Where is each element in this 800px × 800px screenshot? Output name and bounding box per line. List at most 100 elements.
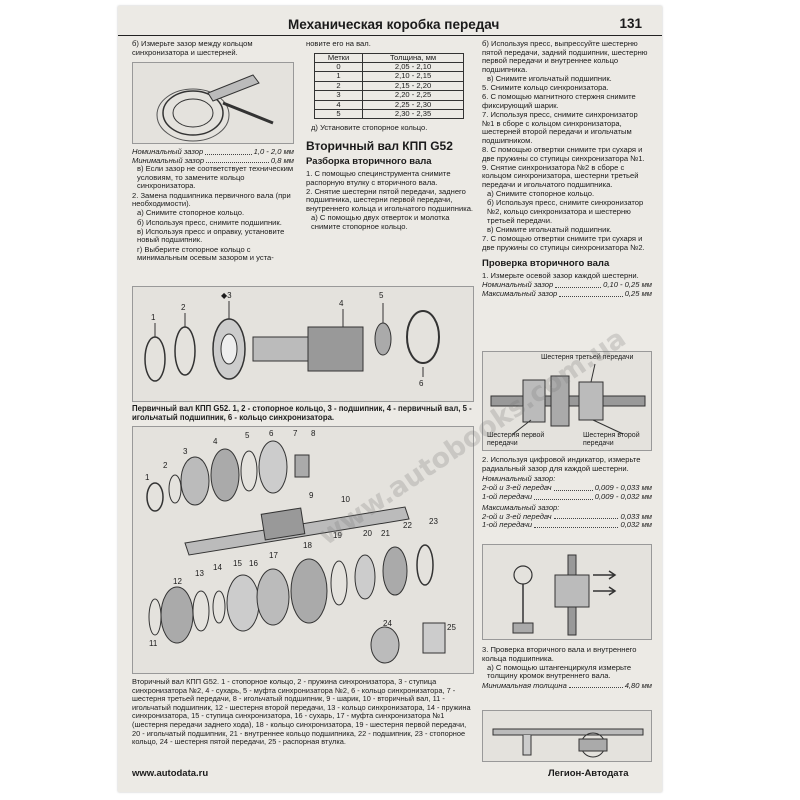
part-number: 13 — [195, 569, 204, 578]
part-number: 6 — [269, 429, 274, 438]
part-number: 25 — [447, 623, 456, 632]
column-3-bottom: 3. Проверка вторичного вала и внутреннег… — [482, 645, 652, 690]
item-2-text: 2. Замена подшипника первичного вала (пр… — [132, 190, 291, 209]
part-number: 6 — [419, 379, 424, 388]
part-number: 14 — [213, 563, 222, 572]
page-number: 131 — [619, 16, 642, 31]
part-number: 1 — [151, 313, 156, 322]
footer-website: www.autodata.ru — [132, 768, 209, 779]
subsection-title: Разборка вторичного вала — [306, 156, 432, 168]
column-3: б) Используя пресс, выпрессуйте шестерню… — [482, 39, 652, 299]
check-title: Проверка вторичного вала — [482, 258, 610, 270]
col2-p1: 1. С помощью специнструмента снимите рас… — [306, 169, 451, 187]
col3-p5: 5. Снимите кольцо синхронизатора. — [482, 83, 609, 93]
c2-max-title: Максимальный зазор: — [482, 502, 560, 512]
part-number: 17 — [269, 551, 278, 560]
figure-2-caption: Вторичный вал КПП G52. 1 - стопорное кол… — [132, 677, 471, 747]
feeler-gauge-illustration — [156, 74, 274, 142]
col2-p2a: а) С помощью двух отверток и молотка сни… — [311, 213, 450, 231]
col3-p-v: в) Снимите игольчатый подшипник. — [487, 73, 612, 83]
part-number: 7 — [293, 429, 298, 438]
figure-secondary-shaft: 1 2 3 4 5 6 7 8 9 10 11 12 13 14 15 16 1… — [132, 426, 474, 674]
figure-axial-clearance: Шестерня третьей передачи Шестерня перво… — [482, 351, 652, 451]
part-number: 12 — [173, 577, 182, 586]
part-number: 15 — [233, 559, 242, 568]
col3-p-b: б) Используя пресс, выпрессуйте шестерню… — [482, 39, 648, 74]
step-v-text: в) Если зазор не соответствует техническ… — [137, 164, 294, 191]
item-2v-text: в) Используя пресс и оправку, установите… — [137, 226, 285, 245]
item-2b-text: б) Используя пресс, снимите подшипник. — [137, 217, 282, 227]
figure-caliper — [482, 710, 652, 762]
header-title: Механическая коробка передач — [288, 17, 500, 32]
part-number: 10 — [341, 495, 350, 504]
col2-p2: 2. Снятие шестерни пятой передачи, задне… — [306, 186, 474, 213]
col3-p9: 9. Снятие синхронизатора №2 в сборе с ко… — [482, 162, 639, 190]
col3-p9b: б) Используя пресс, снимите синхронизато… — [487, 198, 644, 225]
part-number: 9 — [309, 491, 314, 500]
part-number: 5 — [379, 291, 384, 300]
column-1: б) Измерьте зазор между кольцом синхрони… — [132, 39, 294, 58]
part-number: 20 — [363, 529, 372, 538]
section-title: Вторичный вал КПП G52 — [306, 139, 453, 154]
caliper-illustration — [492, 728, 644, 758]
part-number: 2 — [163, 461, 168, 470]
footer-publisher: Легион-Автодата — [548, 768, 629, 779]
col3-c3a: а) С помощью штангенциркуля измерьте тол… — [487, 662, 632, 681]
part-number: 24 — [383, 619, 392, 628]
part-number: 8 — [311, 429, 316, 438]
figure-1-caption: Первичный вал КПП G52. 1, 2 - стопорное … — [132, 404, 472, 422]
part-number: 22 — [403, 521, 412, 530]
shaft-gears-illustration — [490, 363, 646, 435]
part-number: 19 — [333, 531, 342, 540]
figure-primary-shaft: 1 2 ◆3 4 5 6 — [132, 286, 474, 402]
book-page: Механическая коробка передач 131 б) Изме… — [118, 6, 662, 792]
figure-gap-measure — [132, 62, 294, 144]
dial-indicator-illustration — [512, 554, 617, 636]
secondary-shaft-exploded-view — [146, 440, 446, 664]
col3-c3: 3. Проверка вторичного вала и внутреннег… — [482, 645, 637, 663]
col3-c2: 2. Используя цифровой индикатор, измерьт… — [482, 455, 641, 473]
part-number: 16 — [249, 559, 258, 568]
col3-p6: 6. С помощью магнитного стержня снимите … — [482, 92, 636, 110]
c2-nominal-title: Номинальный зазор: — [482, 474, 556, 484]
figure-dial-indicator — [482, 544, 652, 640]
label-second-gear: Шестерня второй передачи — [583, 432, 640, 447]
part-number: 3 — [183, 447, 188, 456]
part-number: 1 — [145, 473, 150, 482]
col2-continuation: новите его на вал. — [306, 39, 371, 48]
part-number: 11 — [149, 639, 158, 648]
part-number: 21 — [381, 529, 390, 538]
part-number: 5 — [245, 431, 250, 440]
step-d-text: д) Установите стопорное кольцо. — [311, 123, 428, 133]
col3-p7: 7. Используя пресс, снимите синхронизато… — [482, 110, 638, 145]
label-first-gear: Шестерня первой передачи — [487, 432, 545, 447]
col3-c1: 1. Измерьте осевой зазор каждой шестерни… — [482, 271, 639, 281]
col3-p9v: в) Снимите игольчатый подшипник. — [487, 224, 612, 234]
part-number: 23 — [429, 517, 438, 526]
col3-p9a: а) Снимите стопорное кольцо. — [487, 189, 595, 199]
item-2a-text: а) Снимите стопорное кольцо. — [137, 208, 245, 218]
col3-p7b: 7. С помощью отвертки снимите три сухаря… — [482, 234, 645, 252]
primary-shaft-exploded-view — [144, 301, 440, 382]
item-2g-text: г) Выберите стопорное кольцо с минимальн… — [137, 244, 274, 263]
part-number: ◆3 — [221, 291, 232, 300]
step-b-text: б) Измерьте зазор между кольцом синхрони… — [132, 39, 253, 57]
part-number: 4 — [339, 299, 344, 308]
part-number: 4 — [213, 437, 218, 446]
part-number: 18 — [303, 541, 312, 550]
